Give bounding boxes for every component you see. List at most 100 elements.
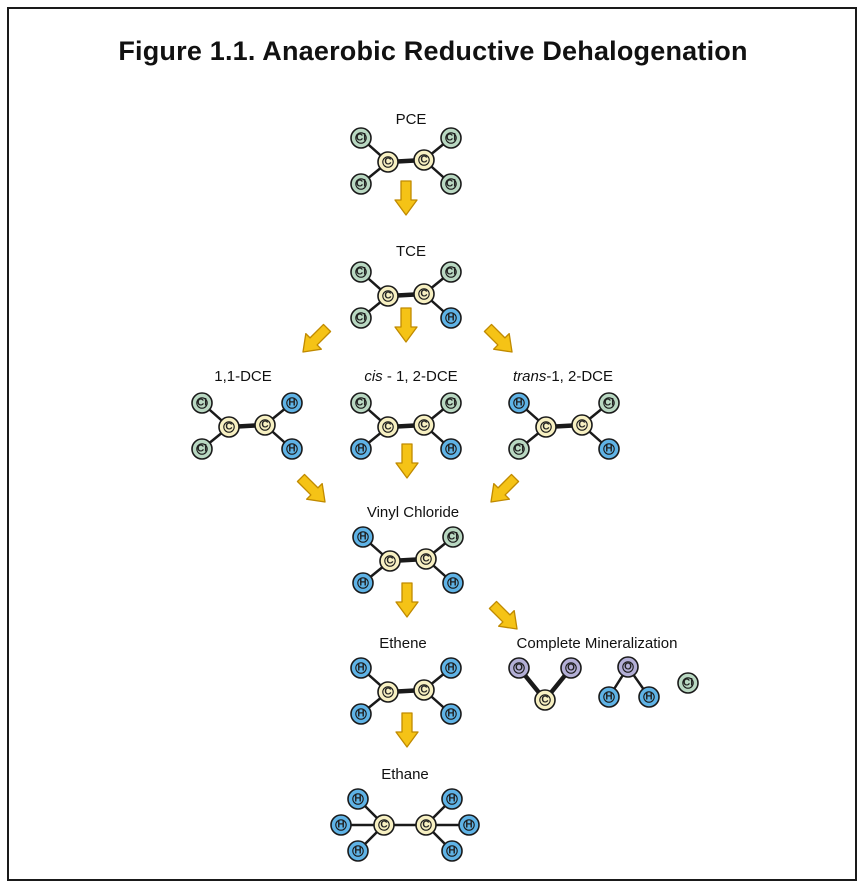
vinyl-chloride-carbon-symbol: C <box>386 556 393 567</box>
vinyl-chloride-hydrogen-atom: H <box>352 572 374 594</box>
dce-1-1-chlorine-symbol: Cl <box>197 444 207 455</box>
arrows-layer <box>296 180 520 748</box>
label-cis-1-2-dce: cis - 1, 2-DCE <box>364 368 457 385</box>
dce-1-1-carbon-atom: C <box>218 416 240 438</box>
vinyl-chloride-hydrogen-atom: H <box>352 526 374 548</box>
vinyl-chloride-hydrogen-symbol: H <box>449 578 456 589</box>
dce-1-1-carbon-symbol: C <box>225 422 232 433</box>
ethane-hydrogen-symbol: H <box>337 820 344 831</box>
cis-dce-carbon-atom: C <box>413 414 435 436</box>
ethene-hydrogen-atom: H <box>350 703 372 725</box>
ethane-hydrogen-symbol: H <box>354 794 361 805</box>
ethane-hydrogen-symbol: H <box>448 846 455 857</box>
trans-dce-carbon-atom: C <box>535 416 557 438</box>
trans-dce-hydrogen-symbol: H <box>605 444 612 455</box>
dce-1-1-carbon-atom: C <box>254 414 276 436</box>
ethane-carbon-symbol: C <box>422 820 429 831</box>
vinyl-chloride-hydrogen-atom: H <box>442 572 464 594</box>
trans-dce-hydrogen-symbol: H <box>515 398 522 409</box>
cis-dce-carbon-symbol: C <box>420 420 427 431</box>
water-hydrogen-symbol: H <box>645 692 652 703</box>
ethane-hydrogen-atom: H <box>330 814 352 836</box>
vinyl-chloride-hydrogen-symbol: H <box>359 578 366 589</box>
cis-dce-carbon-atom: C <box>377 416 399 438</box>
tce-chlorine-symbol: Cl <box>356 267 366 278</box>
dce-1-1-chlorine-symbol: Cl <box>197 398 207 409</box>
ethane-hydrogen-atom: H <box>347 788 369 810</box>
co2-oxygen-symbol: O <box>515 663 523 674</box>
dce-1-1-chlorine-atom: Cl <box>191 392 213 414</box>
water-hydrogen-atom: H <box>598 686 620 708</box>
ethene-carbon-symbol: C <box>420 685 427 696</box>
pce-chlorine-symbol: Cl <box>446 133 456 144</box>
dce-1-1-hydrogen-atom: H <box>281 392 303 414</box>
ethene-hydrogen-atom: H <box>440 703 462 725</box>
water-hydrogen-symbol: H <box>605 692 612 703</box>
ethane-hydrogen-symbol: H <box>354 846 361 857</box>
chloride-ion-chlorine-atom: Cl <box>677 672 699 694</box>
pce-chlorine-atom: Cl <box>440 127 462 149</box>
vinyl-chloride-chlorine-atom: Cl <box>442 526 464 548</box>
label-ethane: Ethane <box>381 766 429 783</box>
label-trans-1-2-dce: trans-1, 2-DCE <box>513 368 613 385</box>
label-cis-rest: - 1, 2-DCE <box>383 368 458 385</box>
co2-oxygen-atom: O <box>560 657 582 679</box>
label-cis-italic: cis <box>364 368 383 385</box>
ethene-hydrogen-symbol: H <box>357 709 364 720</box>
tce-chlorine-symbol: Cl <box>356 313 366 324</box>
ethene-carbon-symbol: C <box>384 687 391 698</box>
tce-carbon-atom: C <box>413 283 435 305</box>
cis-dce-carbon-symbol: C <box>384 422 391 433</box>
pce-carbon-symbol: C <box>384 157 391 168</box>
trans-dce-hydrogen-atom: H <box>508 392 530 414</box>
ethane-carbon-atom: C <box>373 814 395 836</box>
ethene-carbon-atom: C <box>413 679 435 701</box>
vinyl-chloride-chlorine-symbol: Cl <box>448 532 458 543</box>
pce-chlorine-symbol: Cl <box>356 133 366 144</box>
cis-dce-hydrogen-atom: H <box>440 438 462 460</box>
pce-chlorine-symbol: Cl <box>356 179 366 190</box>
ethane-hydrogen-atom: H <box>441 840 463 862</box>
arrow-pce-to-tce <box>394 180 418 216</box>
pce-chlorine-atom: Cl <box>440 173 462 195</box>
ethene-hydrogen-symbol: H <box>447 663 454 674</box>
tce-chlorine-atom: Cl <box>350 307 372 329</box>
cis-dce-chlorine-symbol: Cl <box>446 398 456 409</box>
tce-carbon-atom: C <box>377 285 399 307</box>
ethane-hydrogen-atom: H <box>441 788 463 810</box>
cis-dce-hydrogen-symbol: H <box>357 444 364 455</box>
ethane-hydrogen-symbol: H <box>465 820 472 831</box>
ethane-hydrogen-atom: H <box>458 814 480 836</box>
arrow-trans-dce-to-vinyl-chloride <box>490 473 520 503</box>
ethene-hydrogen-atom: H <box>350 657 372 679</box>
label-1-1-dce: 1,1-DCE <box>214 368 272 385</box>
dce-1-1-carbon-symbol: C <box>261 420 268 431</box>
arrow-cis-dce-to-vinyl-chloride <box>395 443 419 479</box>
arrow-tce-to-1-1-dce <box>302 323 332 353</box>
pce-carbon-symbol: C <box>420 155 427 166</box>
cis-dce-hydrogen-atom: H <box>350 438 372 460</box>
ethene-carbon-atom: C <box>377 681 399 703</box>
label-pce: PCE <box>396 111 427 128</box>
arrow-vinyl-chloride-to-ethene <box>395 582 419 618</box>
chloride-ion-chlorine-symbol: Cl <box>683 678 693 689</box>
ethane-hydrogen-symbol: H <box>448 794 455 805</box>
trans-dce-chlorine-atom: Cl <box>598 392 620 414</box>
figure-title: Figure 1.1. Anaerobic Reductive Dehaloge… <box>118 36 748 66</box>
tce-carbon-symbol: C <box>420 289 427 300</box>
pce-chlorine-symbol: Cl <box>446 179 456 190</box>
trans-dce-chlorine-symbol: Cl <box>604 398 614 409</box>
vinyl-chloride-carbon-symbol: C <box>422 554 429 565</box>
cis-dce-chlorine-atom: Cl <box>350 392 372 414</box>
dce-1-1-hydrogen-symbol: H <box>288 444 295 455</box>
ethene-hydrogen-symbol: H <box>357 663 364 674</box>
arrow-tce-to-cis-dce <box>394 307 418 343</box>
ethane-carbon-atom: C <box>415 814 437 836</box>
label-complete-mineralization: Complete Mineralization <box>517 635 678 652</box>
trans-dce-chlorine-atom: Cl <box>508 438 530 460</box>
label-trans-rest: -1, 2-DCE <box>546 368 613 385</box>
trans-dce-carbon-symbol: C <box>542 422 549 433</box>
ethene-hydrogen-atom: H <box>440 657 462 679</box>
ethane-hydrogen-atom: H <box>347 840 369 862</box>
cis-dce-chlorine-symbol: Cl <box>356 398 366 409</box>
